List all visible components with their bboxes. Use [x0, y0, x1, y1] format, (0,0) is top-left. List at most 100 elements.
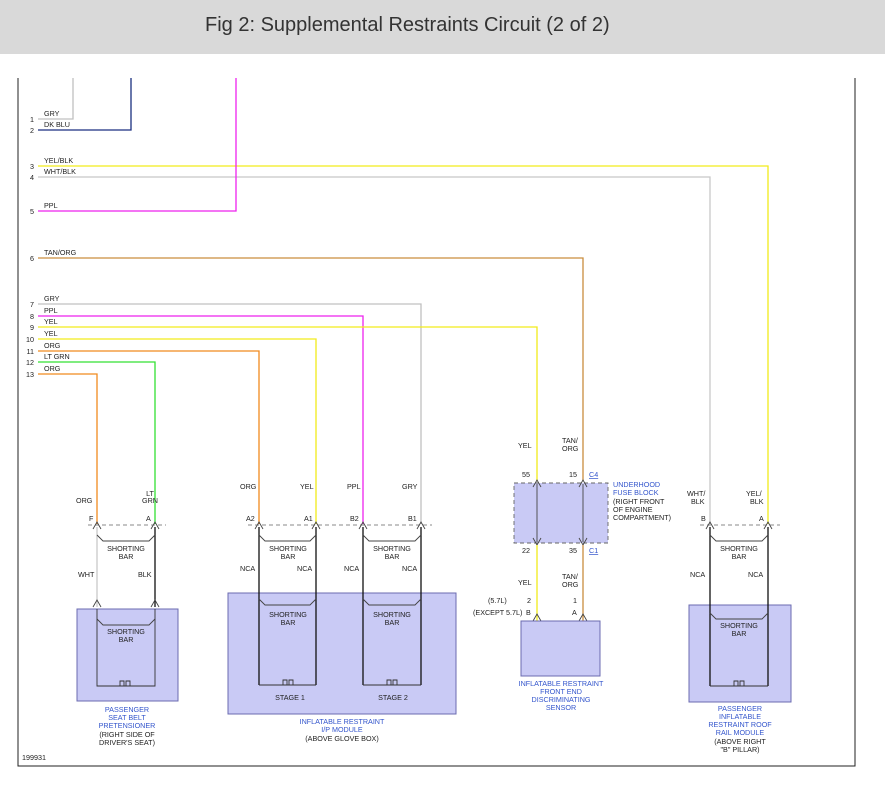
inner-shorting-bar: [709, 612, 769, 620]
component-name: UNDERHOOD: [613, 480, 660, 489]
wire-1-gry: [38, 78, 74, 120]
component-location: "B" PILLAR): [720, 745, 759, 754]
connector-pin-arrow: [578, 479, 588, 488]
wire-4-wht-blk: [38, 176, 711, 524]
fuse-block: [513, 482, 609, 544]
connector-pin-arrow: [532, 479, 542, 488]
nca-label: NCA: [748, 570, 763, 579]
wire-2-dk-blu: [38, 78, 132, 131]
figure-number: 199931: [22, 753, 46, 762]
pin-wire-label: LT GRN: [44, 352, 70, 361]
pin-label-b: B: [526, 608, 531, 617]
wire-5-ppl: [38, 78, 237, 212]
shorting-bar-label: BAR: [385, 552, 400, 561]
pin-label-b: B: [701, 514, 706, 523]
shorting-bar-label: SHORTING: [107, 544, 145, 553]
nca-label: NCA: [690, 570, 705, 579]
inner-shorting-bar: [362, 598, 422, 606]
pin-number: 10: [26, 335, 34, 344]
nca-label: NCA: [344, 564, 359, 573]
pin-wire-label: ORG: [44, 341, 61, 350]
shorting-bar: [96, 534, 156, 542]
connector-pin-arrow: [92, 521, 102, 530]
pin-label-except-57l: (EXCEPT 5.7L): [473, 608, 522, 617]
component-name: INFLATABLE: [719, 712, 761, 721]
shorting-bar: [258, 534, 317, 542]
wire-label-wht-blk: WHT/: [687, 489, 705, 498]
pin-label-22: 22: [522, 546, 530, 555]
component-location: COMPARTMENT): [613, 513, 671, 522]
pin-wire-label: TAN/ORG: [44, 248, 77, 257]
squib-icon: [386, 679, 398, 685]
stage-1-label: STAGE 1: [275, 693, 305, 702]
pin-wire-label: YEL: [44, 317, 58, 326]
pin-number: 8: [30, 312, 34, 321]
wire-label-gry: GRY: [402, 482, 418, 491]
connector-pin-arrow: [150, 599, 160, 608]
wire-13-org: [38, 373, 98, 524]
shorting-bar-label: BAR: [281, 552, 296, 561]
inner-shorting-bar-label: SHORTING: [720, 621, 758, 630]
nca-label: NCA: [402, 564, 417, 573]
wire-label-yel: YEL: [300, 482, 314, 491]
connector-pin-labels: 1 GRY 2 DK BLU 3 YEL/BLK 4 WHT/BLK 5 PPL…: [26, 109, 77, 379]
wire-label-org: ORG: [76, 496, 93, 505]
connector-label-c1: C1: [589, 546, 598, 555]
wire-label-yel-blk: YEL/: [746, 489, 762, 498]
pin-number: 2: [30, 126, 34, 135]
pin-number: 9: [30, 323, 34, 332]
wire-label-yel: YEL: [518, 578, 532, 587]
shorting-bar-label: SHORTING: [373, 544, 411, 553]
connector-pin-arrow: [763, 521, 773, 530]
pin-number: 7: [30, 300, 34, 309]
wire-label-tan-org: ORG: [562, 580, 579, 589]
title-bar: Fig 2: Supplemental Restraints Circuit (…: [0, 0, 885, 54]
connector-pin-arrow: [578, 613, 588, 622]
connector-pin-arrow: [92, 599, 102, 608]
wire-9-yel: [38, 326, 538, 481]
wire-12-lt-grn: [38, 361, 156, 524]
pin-label-a: A: [759, 514, 764, 523]
connector-pin-arrow: [532, 613, 542, 622]
wire-label-tan-org: TAN/: [562, 572, 578, 581]
pin-number: 3: [30, 162, 34, 171]
inner-shorting-bar: [258, 598, 317, 606]
sensor-module: [520, 620, 601, 677]
inner-shorting-bar-label: SHORTING: [107, 627, 145, 636]
nca-label: NCA: [240, 564, 255, 573]
sensor-group: YEL TAN/ ORG (5.7L) 2 1 (EXCEPT 5.7L) B …: [473, 545, 604, 712]
component-name: SEAT BELT: [108, 713, 146, 722]
pin-number: 11: [27, 347, 34, 356]
shorting-bar-label: SHORTING: [720, 544, 758, 553]
wire-label-yel-blk: BLK: [750, 497, 764, 506]
component-name: INFLATABLE RESTRAINT: [300, 717, 385, 726]
component-location: OF ENGINE: [613, 505, 653, 514]
nca-label: NCA: [297, 564, 312, 573]
connector-pin-arrow: [358, 521, 368, 530]
pin-number: 12: [26, 358, 34, 367]
pin-wire-label: PPL: [44, 201, 58, 210]
wire-label-grn: GRN: [142, 496, 158, 505]
shorting-bar-label: SHORTING: [269, 544, 307, 553]
pin-wire-label: ORG: [44, 364, 61, 373]
pin-label-a1: A1: [304, 514, 313, 523]
component-name: PASSENGER: [718, 704, 762, 713]
pin-label-57l: (5.7L): [488, 596, 507, 605]
pin-label-55: 55: [522, 470, 530, 479]
pin-wire-label: DK BLU: [44, 120, 70, 129]
pin-number: 4: [30, 173, 34, 182]
component-name: RAIL MODULE: [716, 728, 765, 737]
component-name: DISCRIMINATING: [532, 695, 591, 704]
component-location: (ABOVE RIGHT: [714, 737, 766, 746]
pin-wire-label: YEL: [44, 329, 58, 338]
pin-label-1: 1: [573, 596, 577, 605]
inner-shorting-bar-label: BAR: [732, 629, 747, 638]
ip-module: [227, 592, 457, 715]
wire-label-wht: WHT: [78, 570, 95, 579]
wire-label-lt: LT: [146, 489, 154, 498]
pretensioner-group: ORG LT GRN F A SHORTING BAR WHT BLK SHOR…: [76, 489, 179, 747]
wire-label-wht-blk: BLK: [691, 497, 705, 506]
component-location: (ABOVE GLOVE BOX): [305, 734, 379, 743]
wire-8-ppl: [38, 315, 364, 524]
inner-shorting-bar-label: BAR: [119, 635, 134, 644]
